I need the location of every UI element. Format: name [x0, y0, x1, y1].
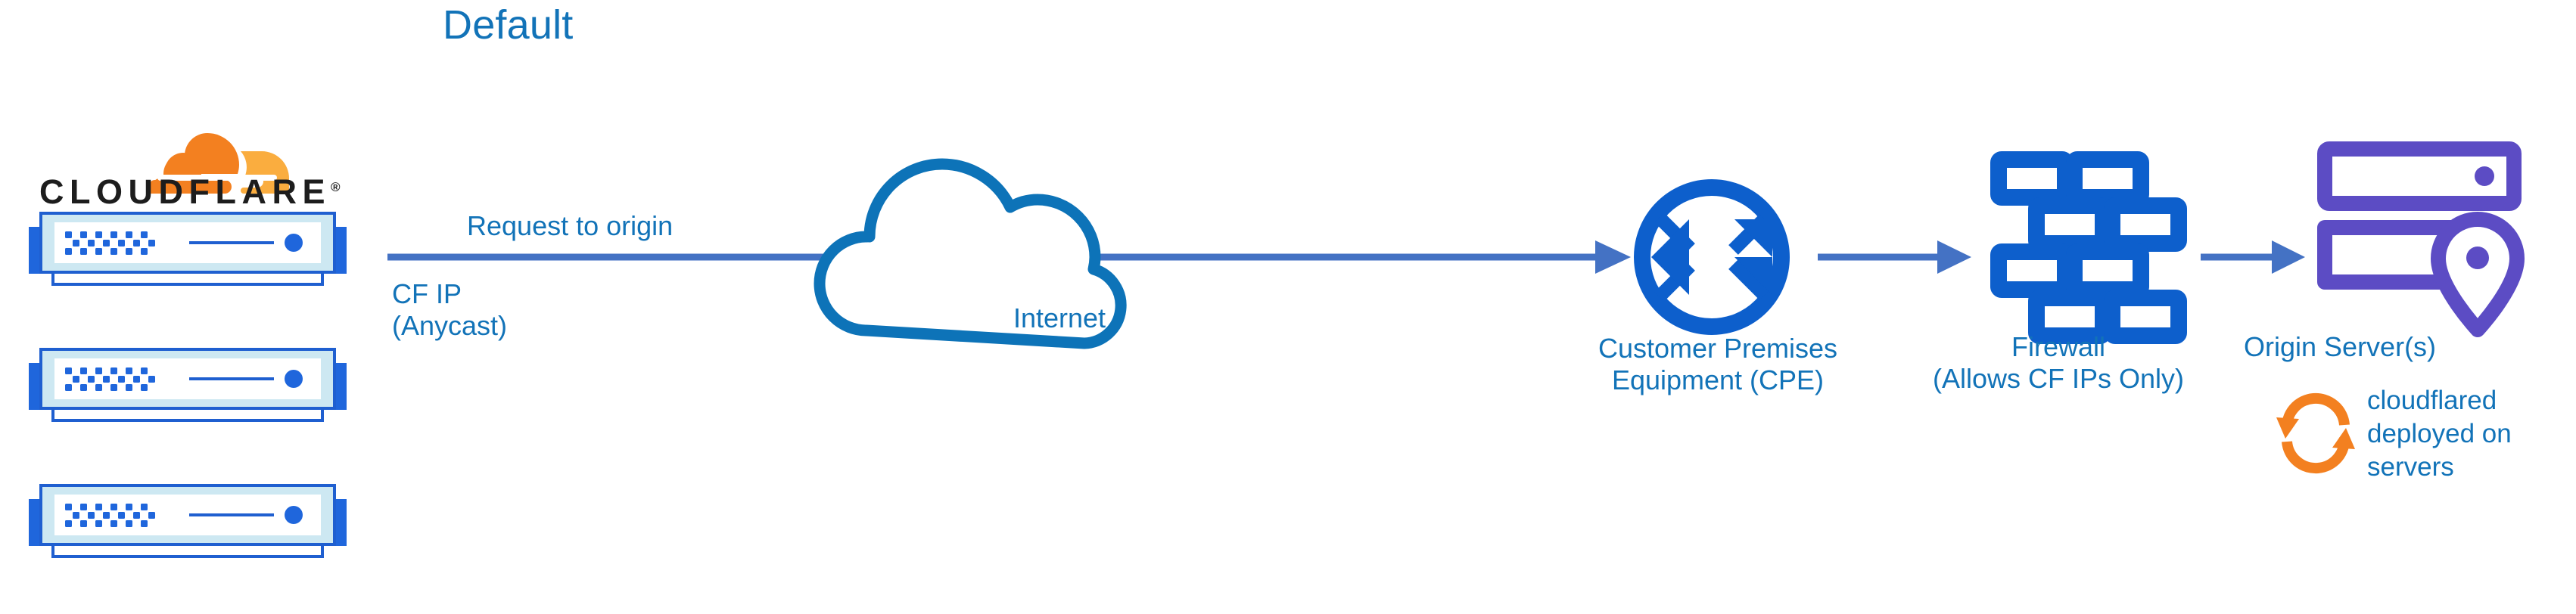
- cpe-node-label: Customer Premises Equipment (CPE): [1598, 333, 1838, 395]
- firewall-node-label: Firewall (Allows CF IPs Only): [1932, 331, 2185, 394]
- internet-node-label: Internet: [1013, 302, 1106, 333]
- page-title: Default: [443, 2, 574, 48]
- arrow-firewall-to-origin: [2201, 240, 2305, 274]
- cloudflared-annotation-label: cloudflared deployed on servers: [2367, 386, 2512, 482]
- server-rack-icon: [29, 348, 347, 422]
- arrow-edge-to-cpe: [387, 240, 1631, 274]
- server-location-pin-icon: [2317, 141, 2525, 337]
- brick-wall-icon: [1990, 151, 2187, 344]
- server-rack-icon: [29, 212, 347, 286]
- sync-circular-arrows-icon: [2276, 392, 2355, 474]
- origin-server-node-label: Origin Server(s): [2244, 331, 2437, 362]
- wordmark-text: CLOUDFLARE: [39, 172, 331, 211]
- registered-trademark-icon: ®: [330, 180, 341, 194]
- connection-label-request-to-origin: Request to origin: [467, 210, 674, 241]
- cf-ip-anycast-label: CF IP (Anycast): [392, 278, 508, 341]
- server-rack-icon: [29, 484, 347, 558]
- cloudflare-logo-icon: [148, 132, 289, 194]
- cloudflare-wordmark: CLOUDFLARE®: [39, 172, 341, 212]
- arrow-cpe-to-firewall: [1818, 240, 1971, 274]
- router-four-arrows-icon: [1634, 179, 1790, 335]
